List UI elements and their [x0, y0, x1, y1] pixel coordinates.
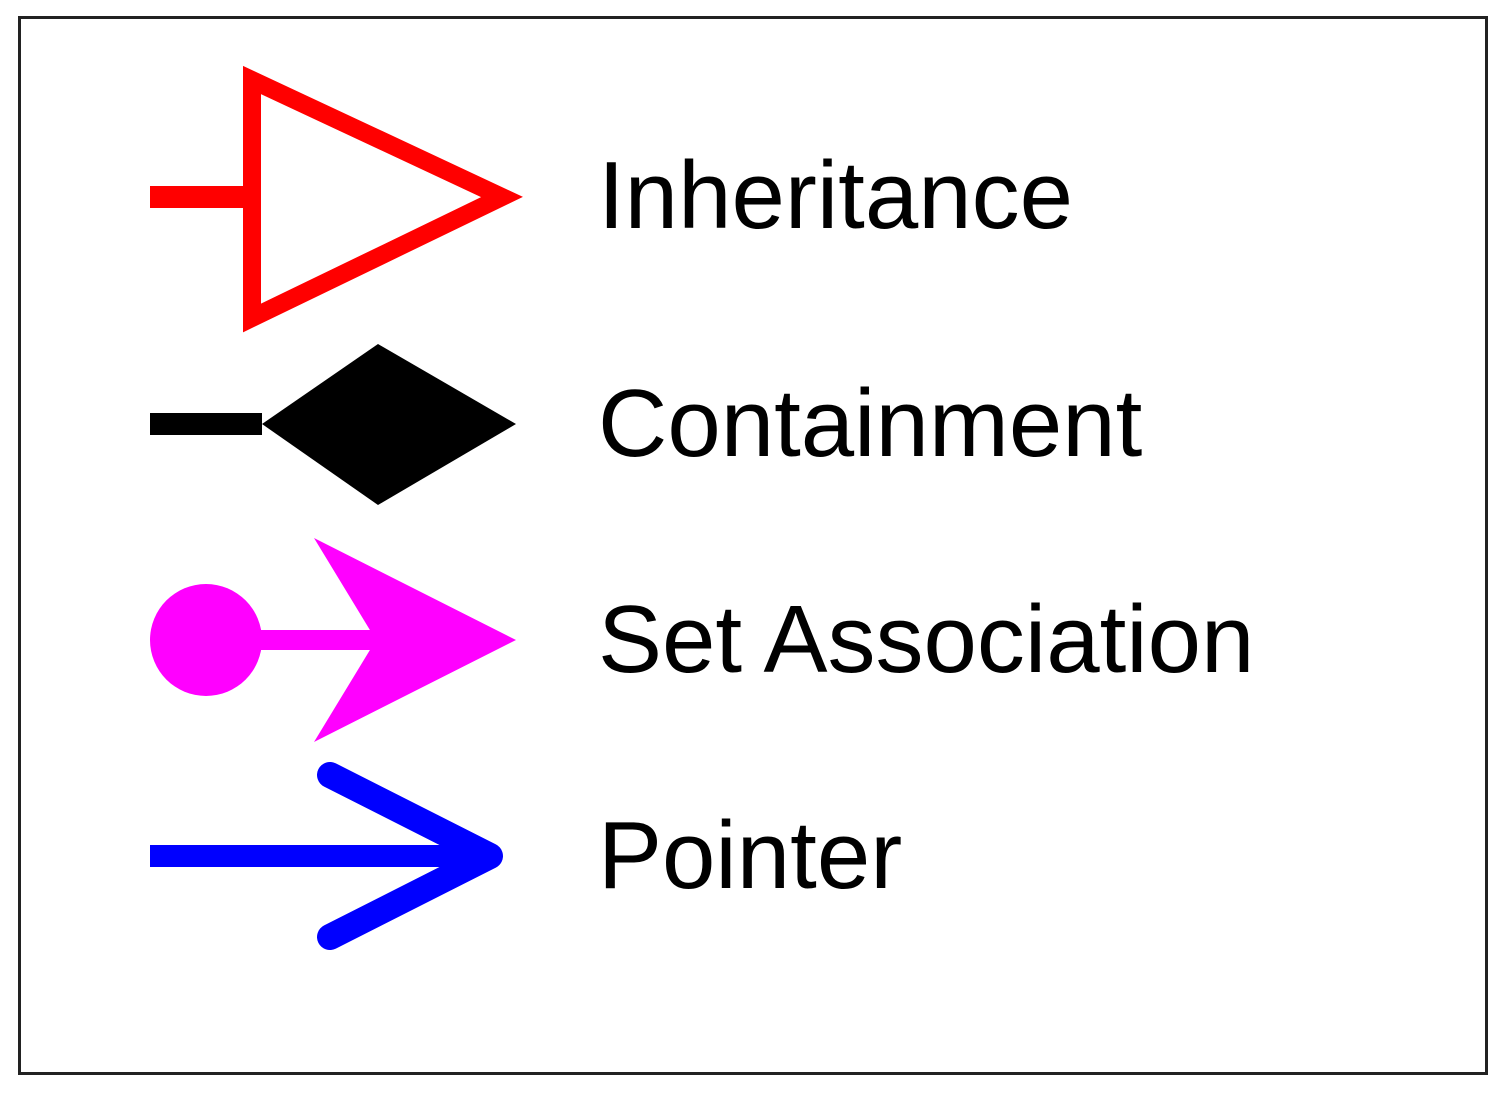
set-association-label: Set Association	[598, 586, 1255, 693]
containment-label: Containment	[598, 370, 1143, 477]
inheritance-label: Inheritance	[598, 142, 1073, 249]
pointer-label: Pointer	[598, 802, 903, 909]
set-association-icon	[150, 538, 516, 742]
inheritance-icon	[150, 65, 523, 333]
legend-frame	[18, 16, 1488, 1075]
pointer-icon	[150, 762, 503, 950]
containment-icon	[150, 344, 516, 505]
